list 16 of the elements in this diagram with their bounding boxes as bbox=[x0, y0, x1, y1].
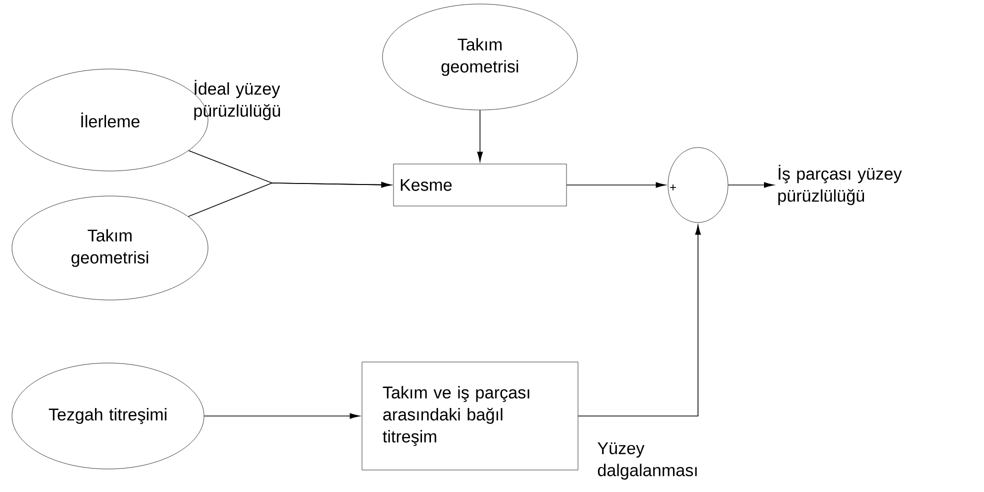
plus-sign: + bbox=[670, 184, 676, 190]
annotation-text: İdeal yüzey pürüzlülüğü bbox=[194, 80, 280, 120]
output-text: İş parçası yüzey pürüzlülüğü bbox=[778, 164, 902, 206]
ellipse-node: Takım geometrisi bbox=[12, 196, 208, 300]
process-box: Takım ve iş parçası arasındaki bağıl titreşim bbox=[362, 362, 578, 470]
annotation-text: Yüzey dalgalanması bbox=[598, 442, 697, 480]
arrow bbox=[477, 110, 483, 162]
arrow bbox=[728, 182, 774, 188]
arrow bbox=[578, 224, 701, 416]
arrow bbox=[188, 182, 392, 217]
summing-circle bbox=[668, 147, 728, 223]
arrow bbox=[204, 413, 360, 419]
process-box: Kesme bbox=[393, 164, 567, 206]
ellipse-node: Tezgah titreşimi bbox=[12, 362, 204, 470]
ellipse-node: Takım geometrisi bbox=[382, 4, 578, 110]
arrow bbox=[566, 182, 666, 188]
